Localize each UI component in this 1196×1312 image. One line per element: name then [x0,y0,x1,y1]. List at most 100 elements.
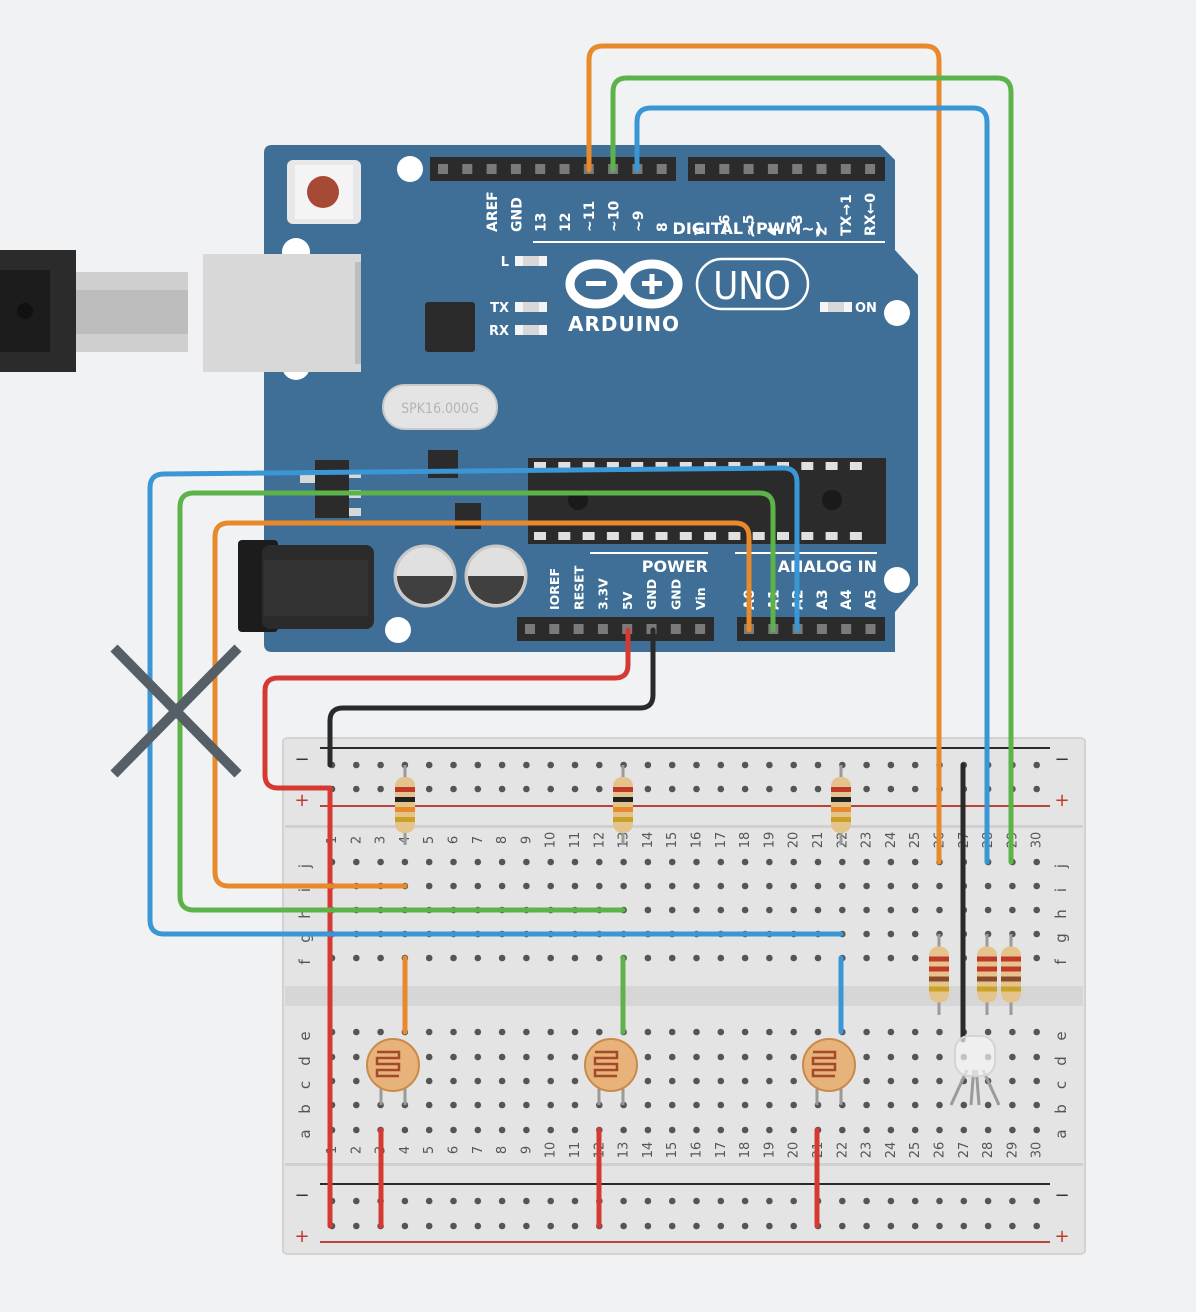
breadboard-hole[interactable] [377,1028,384,1036]
breadboard-hole[interactable] [644,1126,652,1134]
rail-hole[interactable] [377,761,384,769]
rail-hole[interactable] [450,1222,457,1230]
breadboard-hole[interactable] [523,858,530,866]
breadboard-hole[interactable] [693,1077,700,1085]
breadboard-hole[interactable] [863,858,870,866]
breadboard-hole[interactable] [353,1028,360,1036]
rail-hole[interactable] [717,1197,725,1205]
breadboard-hole[interactable] [498,1053,506,1061]
breadboard-hole[interactable] [571,858,579,866]
breadboard-hole[interactable] [717,882,725,890]
rail-hole[interactable] [523,1197,530,1205]
rail-hole[interactable] [790,1222,797,1230]
breadboard-hole[interactable] [717,954,725,962]
breadboard-hole[interactable] [741,1053,749,1061]
rail-hole[interactable] [668,1222,676,1230]
header-socket[interactable] [549,624,560,634]
breadboard-hole[interactable] [766,954,773,962]
breadboard-hole[interactable] [523,1077,530,1085]
breadboard-hole[interactable] [839,906,846,914]
breadboard-hole[interactable] [863,954,870,962]
rail-hole[interactable] [693,1197,700,1205]
breadboard-hole[interactable] [498,882,506,890]
breadboard-hole[interactable] [936,882,943,890]
header-socket[interactable] [510,164,521,174]
breadboard-hole[interactable] [936,1053,943,1061]
breadboard-hole[interactable] [547,1077,554,1085]
breadboard-hole[interactable] [766,1028,773,1036]
breadboard-hole[interactable] [620,1126,627,1134]
breadboard-hole[interactable] [936,1101,943,1109]
rail-hole[interactable] [717,785,725,793]
breadboard-hole[interactable] [887,930,895,938]
breadboard-hole[interactable] [1009,1053,1016,1061]
breadboard-hole[interactable] [741,1028,749,1036]
breadboard-hole[interactable] [498,858,506,866]
rail-hole[interactable] [1033,785,1040,793]
header-socket[interactable] [743,164,754,174]
breadboard-hole[interactable] [450,1077,457,1085]
breadboard-hole[interactable] [887,1077,895,1085]
breadboard-hole[interactable] [498,1126,506,1134]
rail-hole[interactable] [377,785,384,793]
breadboard-hole[interactable] [863,1077,870,1085]
rail-hole[interactable] [474,761,482,769]
breadboard-hole[interactable] [741,906,749,914]
breadboard-hole[interactable] [693,954,700,962]
breadboard-hole[interactable] [790,954,797,962]
rail-hole[interactable] [741,785,749,793]
delete-marker-x-icon[interactable] [110,644,242,778]
header-socket[interactable] [670,624,681,634]
breadboard-hole[interactable] [790,1077,797,1085]
wire-orange-pin11[interactable] [586,43,942,865]
header-socket[interactable] [656,164,667,174]
rail-hole[interactable] [498,761,506,769]
breadboard-hole[interactable] [644,1028,652,1036]
breadboard-hole[interactable] [1033,1053,1040,1061]
breadboard-hole[interactable] [911,906,919,914]
rail-hole[interactable] [839,1197,846,1205]
header-socket[interactable] [792,164,803,174]
breadboard-hole[interactable] [790,1126,797,1134]
rail-hole[interactable] [717,761,725,769]
breadboard-hole[interactable] [766,1126,773,1134]
wire-blue-pin9[interactable] [634,105,990,865]
breadboard-hole[interactable] [911,954,919,962]
breadboard-hole[interactable] [1009,906,1016,914]
rail-hole[interactable] [401,1222,409,1230]
rail-hole[interactable] [571,1197,579,1205]
header-socket[interactable] [816,624,827,634]
resistor-220[interactable] [977,934,997,1015]
rail-hole[interactable] [474,785,482,793]
breadboard-hole[interactable] [474,1126,482,1134]
rail-hole[interactable] [571,785,579,793]
breadboard-hole[interactable] [498,1077,506,1085]
breadboard-hole[interactable] [717,1053,725,1061]
breadboard-hole[interactable] [450,1028,457,1036]
breadboard-hole[interactable] [693,1126,700,1134]
rail-hole[interactable] [596,761,603,769]
rail-hole[interactable] [450,1197,457,1205]
breadboard-hole[interactable] [353,1077,360,1085]
breadboard-hole[interactable] [450,882,457,890]
breadboard-hole[interactable] [984,1028,992,1036]
breadboard-hole[interactable] [1009,1101,1016,1109]
rail-hole[interactable] [960,1222,968,1230]
rail-hole[interactable] [547,1197,554,1205]
header-socket[interactable] [573,624,584,634]
breadboard-hole[interactable] [425,1126,433,1134]
breadboard-hole[interactable] [911,1077,919,1085]
breadboard-hole[interactable] [887,882,895,890]
breadboard-hole[interactable] [766,906,773,914]
header-socket[interactable] [695,164,705,174]
wire-green-pin10[interactable] [610,75,1014,865]
rail-hole[interactable] [571,761,579,769]
breadboard-hole[interactable] [863,1126,870,1134]
rail-hole[interactable] [863,1222,870,1230]
breadboard-hole[interactable] [547,858,554,866]
breadboard-hole[interactable] [668,1053,676,1061]
breadboard-hole[interactable] [1009,1077,1016,1085]
breadboard-hole[interactable] [1033,930,1040,938]
breadboard-hole[interactable] [693,1101,700,1109]
breadboard-hole[interactable] [450,954,457,962]
